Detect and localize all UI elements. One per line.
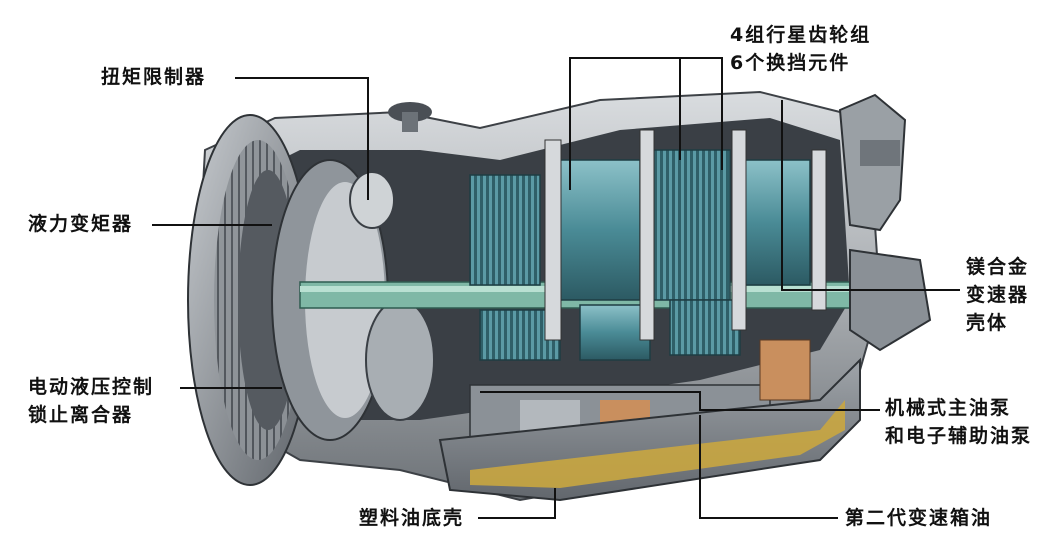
shift-elements — [544, 129, 827, 341]
label-planetary-line1: 4组行星齿轮组 — [730, 24, 872, 46]
leader-housing — [781, 100, 960, 291]
label-planetary-line2: 6个换挡元件 — [730, 52, 851, 74]
label-lockup-clutch: 电动液压控制 锁止离合器 — [28, 376, 154, 426]
label-lockup-clutch-line2: 锁止离合器 — [28, 404, 134, 426]
leader-lines — [152, 57, 960, 519]
breather-cap — [388, 102, 432, 132]
label-housing-line2: 变速器 — [966, 284, 1030, 306]
leader-oil-pan — [478, 488, 556, 519]
oil-pan — [438, 357, 861, 502]
output-flange — [838, 93, 932, 352]
label-pumps-line2: 和电子辅助油泵 — [885, 425, 1033, 447]
label-planetary: 4组行星齿轮组 6个换挡元件 — [730, 24, 871, 74]
label-oil: 第二代变速箱油 — [845, 507, 993, 529]
label-lockup-clutch-line1: 电动液压控制 — [28, 376, 155, 398]
label-housing-line1: 镁合金 — [966, 256, 1030, 278]
label-torque-limiter: 扭矩限制器 — [101, 66, 207, 88]
label-housing: 镁合金 变速器 壳体 — [966, 256, 1029, 334]
label-oil-pan: 塑料油底壳 — [359, 507, 465, 529]
leader-oil — [699, 415, 838, 519]
label-pumps: 机械式主油泵 和电子辅助油泵 — [885, 397, 1032, 447]
leader-pumps — [480, 391, 880, 411]
label-housing-line3: 壳体 — [966, 312, 1009, 334]
leader-torque-limiter — [235, 77, 369, 200]
label-torque-converter: 液力变矩器 — [28, 213, 134, 235]
leader-planetary — [569, 57, 681, 190]
label-pumps-line1: 机械式主油泵 — [885, 397, 1012, 419]
